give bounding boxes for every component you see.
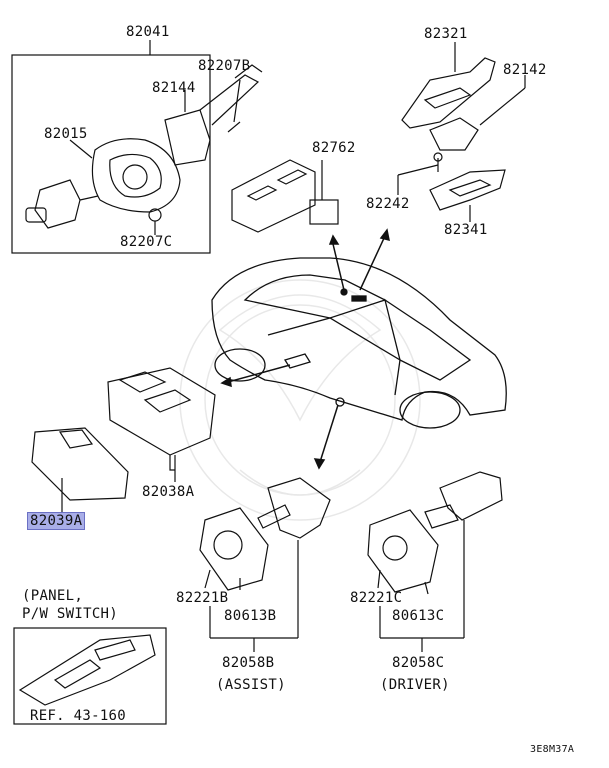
- reference-label[interactable]: REF. 43-160: [30, 708, 127, 724]
- part-82058c-label[interactable]: 82058C: [392, 655, 445, 671]
- window-switch-illustration: [31, 427, 129, 512]
- column-switch-illustration: [25, 64, 263, 235]
- driver-caption: (DRIVER): [380, 677, 450, 693]
- remote-switch-illustration: [397, 42, 526, 222]
- part-82221b-label[interactable]: 82221B: [176, 590, 229, 606]
- part-82038a-label[interactable]: 82038A: [142, 484, 195, 500]
- diagram-code: 3E8M37A: [530, 744, 575, 755]
- part-82242-label[interactable]: 82242: [366, 196, 410, 212]
- part-82341-label[interactable]: 82341: [444, 222, 488, 238]
- panel-switch-illustration: [18, 634, 156, 706]
- part-82058b-label[interactable]: 82058B: [222, 655, 275, 671]
- panel-caption-line1: (PANEL,: [22, 588, 84, 604]
- switch-panel-illustration: [231, 159, 339, 233]
- part-82207b-label[interactable]: 82207B: [198, 58, 251, 74]
- driver-door-switch-illustration: [367, 471, 503, 652]
- panel-caption-line2: P/W SWITCH): [22, 606, 119, 622]
- master-window-switch-illustration: [107, 367, 216, 482]
- part-82221c-label[interactable]: 82221C: [350, 590, 403, 606]
- part-80613b-label[interactable]: 80613B: [224, 608, 277, 624]
- part-82207c-label[interactable]: 82207C: [120, 234, 173, 250]
- car-outline: [211, 257, 507, 429]
- group-box-82041: [11, 54, 211, 254]
- part-80613c-label[interactable]: 80613C: [392, 608, 445, 624]
- part-82142-label[interactable]: 82142: [503, 62, 547, 78]
- callout-arrows: [220, 228, 390, 470]
- part-82041-label[interactable]: 82041: [126, 24, 170, 40]
- watermark-emblem: [179, 279, 421, 521]
- part-82762-label[interactable]: 82762: [312, 140, 356, 156]
- part-82321-label[interactable]: 82321: [424, 26, 468, 42]
- panel-box: [13, 627, 167, 725]
- part-82039a-label[interactable]: 82039A: [27, 512, 86, 530]
- assist-caption: (ASSIST): [216, 677, 286, 693]
- part-82144-label[interactable]: 82144: [152, 80, 196, 96]
- part-82015-label[interactable]: 82015: [44, 126, 88, 142]
- assist-door-switch-illustration: [199, 477, 331, 652]
